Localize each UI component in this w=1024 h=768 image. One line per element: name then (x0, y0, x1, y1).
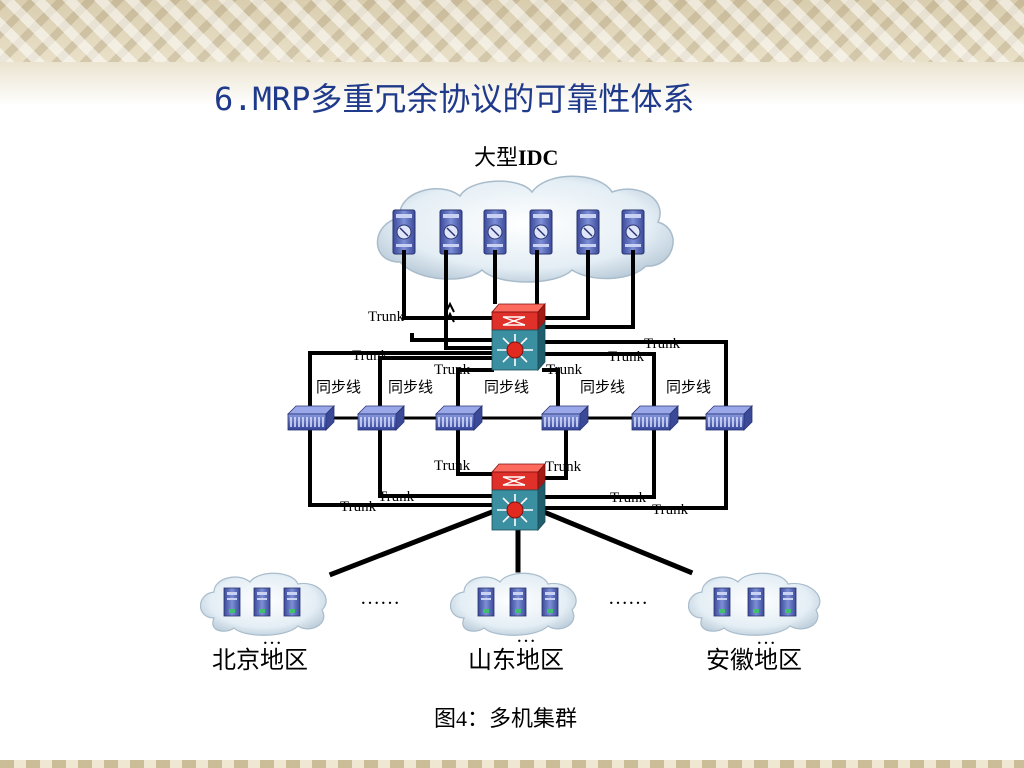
hub-switch (631, 405, 679, 431)
hub-switch (357, 405, 405, 431)
sync-label: 同步线 (666, 379, 711, 396)
idc-server (576, 209, 600, 255)
trunk-labels: Trunk Trunk Trunk Trunk Trunk Trunk Trun… (340, 309, 689, 518)
ellipsis-left: …… (360, 587, 400, 609)
region-dots-beijing: … (262, 627, 282, 649)
ellipsis-right: …… (608, 587, 648, 609)
decorative-banner (0, 0, 1024, 62)
region-name-shandong: 山东地区 (468, 647, 564, 674)
sync-label: 同步线 (484, 379, 529, 396)
idc-server (621, 209, 645, 255)
idc-label: 大型IDC (474, 145, 558, 170)
ellipsis-marks: …… …… (360, 587, 648, 609)
trunk-label: Trunk (652, 502, 689, 518)
trunk-label: Trunk (644, 336, 681, 352)
region-dots-anhui: … (756, 627, 776, 649)
region-names: 北京地区 山东地区 安徽地区 (212, 647, 802, 674)
region-cloud-beijing (199, 572, 327, 636)
region-server (283, 587, 301, 617)
sync-labels: 同步线 同步线 同步线 同步线 同步线 (316, 379, 711, 396)
decorative-bottom-strip (0, 760, 1024, 768)
hub-switch (287, 405, 335, 431)
sync-label: 同步线 (580, 379, 625, 396)
arrow-marks (445, 301, 455, 323)
trunk-label: Trunk (610, 490, 647, 506)
idc-server (483, 209, 507, 255)
region-server (223, 587, 241, 617)
region-name-anhui: 安徽地区 (706, 647, 802, 674)
region-server (509, 587, 527, 617)
region-server (477, 587, 495, 617)
hub-switch (435, 405, 483, 431)
trunk-label: Trunk (352, 348, 389, 364)
trunk-label: Trunk (378, 489, 415, 505)
trunk-label: Trunk (434, 458, 471, 474)
sync-label: 同步线 (316, 379, 361, 396)
region-name-beijing: 北京地区 (212, 647, 308, 674)
connection-lines (308, 250, 728, 578)
region-server (747, 587, 765, 617)
region-cloud-shandong (449, 572, 577, 636)
region-server (253, 587, 271, 617)
region-dots-shandong: … (516, 625, 536, 647)
core-switch-bottom (491, 463, 546, 531)
banner-fade (0, 62, 1024, 106)
sync-label: 同步线 (388, 379, 433, 396)
region-dots: … … … (262, 625, 776, 649)
core-switch-top (491, 303, 546, 371)
hub-switch (705, 405, 753, 431)
hub-switch (541, 405, 589, 431)
trunk-label: Trunk (368, 309, 405, 325)
idc-server (439, 209, 463, 255)
trunk-label: Trunk (608, 349, 645, 365)
region-server (713, 587, 731, 617)
idc-server (529, 209, 553, 255)
trunk-label: Trunk (546, 362, 583, 378)
trunk-label: Trunk (340, 499, 377, 515)
idc-server (392, 209, 416, 255)
slide-title: 6.MRP多重冗余协议的可靠性体系 (214, 80, 695, 118)
trunk-label: Trunk (545, 459, 582, 475)
idc-cloud (376, 175, 674, 283)
region-server (779, 587, 797, 617)
figure-caption: 图4：多机集群 (434, 706, 577, 731)
region-cloud-anhui (687, 572, 821, 636)
region-server (541, 587, 559, 617)
trunk-label: Trunk (434, 362, 471, 378)
